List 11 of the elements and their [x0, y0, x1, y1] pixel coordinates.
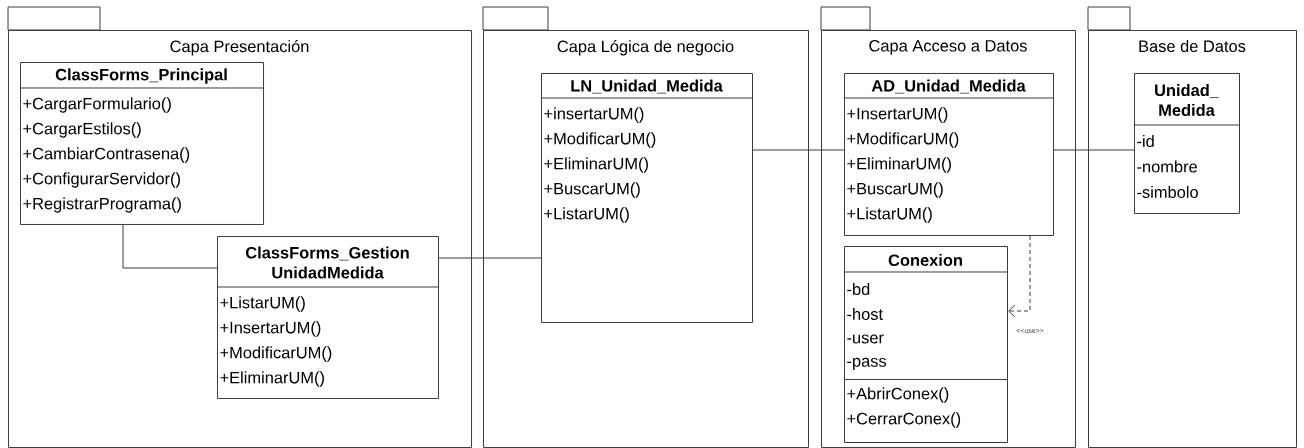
- class-box: LN_Unidad_Medida +insertarUM() +ModificarUM() +EliminarUM() +BuscarUM() +ListarUM(): [540, 73, 753, 323]
- class-box: ClassForms_Gestion UnidadMedida +ListarUM() +InsertarUM() +ModificarUM() +EliminarUM(): [216, 236, 439, 399]
- class-box: AD_Unidad_Medida +InsertarUM() +ModificarUM() +EliminarUM() +BuscarUM() +ListarUM(): [843, 73, 1054, 236]
- connector: [752, 149, 845, 151]
- connector: [1008, 235, 1031, 318]
- class-box: ClassForms_Principal +CargarFormulario() +CargarEstilos() +CambiarContrasena() +ConfigurarServidor() +RegistrarPrograma(): [19, 62, 264, 225]
- connector: [122, 224, 218, 269]
- class-box: Unidad_ Medida -id -nombre -simbolo: [1133, 73, 1240, 214]
- class-box: Conexion -bd -host -user -pass +AbrirConex() +CerrarConex(): [843, 246, 1008, 443]
- connector: [438, 257, 542, 259]
- connector: [1053, 149, 1135, 151]
